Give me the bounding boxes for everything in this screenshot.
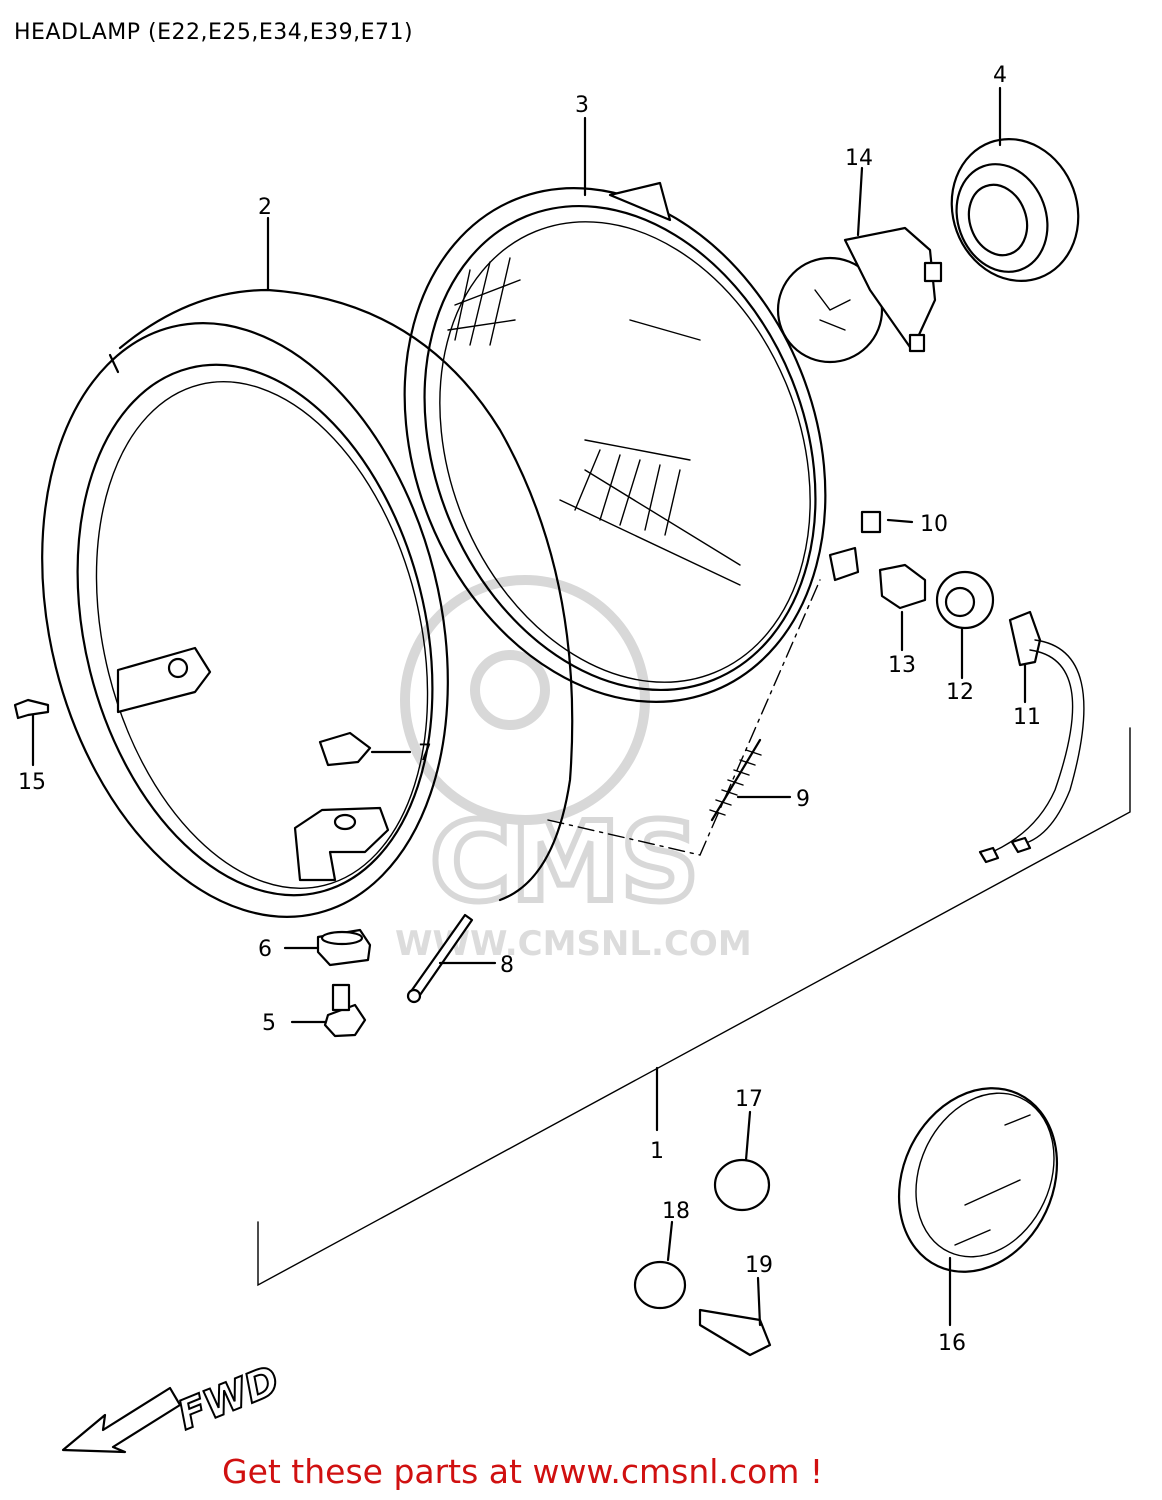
callout-18: 18: [662, 1199, 690, 1224]
callout-4: 4: [993, 63, 1007, 88]
fwd-indicator: FWD: [61, 1356, 287, 1454]
callout-2: 2: [258, 195, 272, 220]
socket-cover: [950, 137, 1080, 283]
leader-lines: [31, 86, 1027, 1327]
callout-labels: 1 2 3 4 5 6 7 8 9 10 11 12 13 14 15 16 1…: [18, 63, 1041, 1356]
small-fasteners: [13, 698, 762, 822]
headlamp-bulb: [776, 226, 943, 364]
assembly-outline: [257, 727, 1131, 1287]
position-lamp-parts: [860, 510, 1085, 864]
headlamp-housing: [41, 288, 574, 918]
callout-17: 17: [735, 1087, 763, 1112]
lens-unit: [403, 181, 860, 703]
callout-3: 3: [575, 93, 589, 118]
watermark-brand: CMS: [430, 798, 699, 926]
callout-12: 12: [946, 680, 974, 705]
callout-6: 6: [258, 937, 272, 962]
callout-10: 10: [920, 512, 948, 537]
callout-14: 14: [845, 146, 873, 171]
callout-7: 7: [418, 741, 432, 766]
diagram-title: HEADLAMP (E22,E25,E34,E39,E71): [14, 20, 414, 45]
callout-13: 13: [888, 653, 916, 678]
mount-parts: [316, 913, 474, 1038]
callout-11: 11: [1013, 705, 1041, 730]
cap-parts: [633, 1087, 1059, 1357]
callout-15: 15: [18, 770, 46, 795]
callout-8: 8: [500, 953, 514, 978]
arrow-left-down-icon: [61, 1386, 182, 1454]
watermark: CMS WWW.CMSNL.COM: [395, 575, 752, 964]
fwd-label: FWD: [172, 1357, 286, 1439]
footer-link[interactable]: Get these parts at www.cmsnl.com !: [222, 1452, 824, 1491]
callout-16: 16: [938, 1331, 966, 1356]
callout-1: 1: [650, 1139, 664, 1164]
callout-19: 19: [745, 1253, 773, 1278]
callout-9: 9: [796, 787, 810, 812]
callout-5: 5: [262, 1011, 276, 1036]
